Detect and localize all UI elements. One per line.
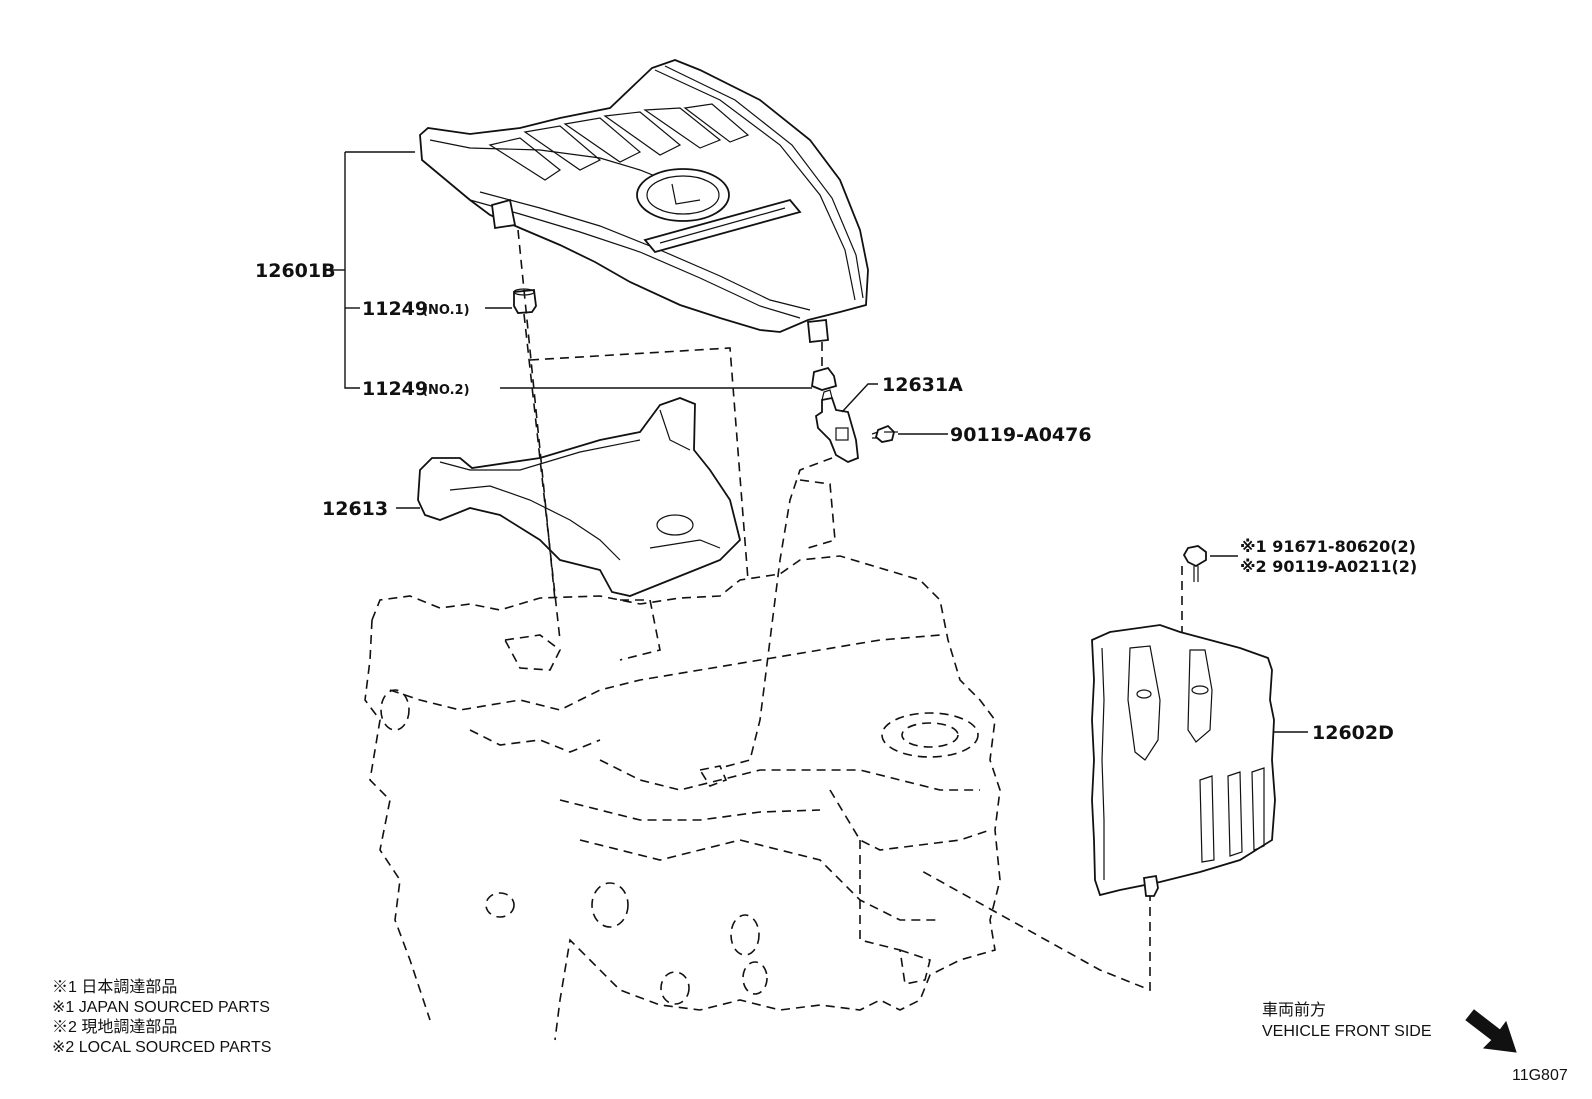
legend-line-2: ※1 JAPAN SOURCED PARTS [52,999,270,1016]
vehicle-front-indicator: 車両前方 VEHICLE FRONT SIDE [1262,1001,1517,1053]
bolt-illustration [871,424,898,443]
callout-11249-no1: 11249 [362,298,428,320]
side-bolt-illustration [1182,545,1207,582]
front-label-jp: 車両前方 [1262,1001,1326,1019]
callout-12613: 12613 [322,498,388,520]
callout-91671-80620: ※1 91671-80620(2) [1240,537,1416,556]
callout-12602d: 12602D [1312,722,1394,744]
callout-11249-no1-sub: (NO.1) [422,303,470,318]
legend-notes: ※1 日本調達部品 ※1 JAPAN SOURCED PARTS ※2 現地調達… [52,978,271,1056]
figure-id: 11G807 [1512,1067,1568,1084]
callout-12601b: 12601B [255,260,336,282]
intake-part-illustration [417,397,741,597]
lexus-emblem [636,168,730,222]
leader-lines [330,151,1308,733]
legend-line-1: ※1 日本調達部品 [52,978,177,996]
engine-block-phantom [364,479,1001,1041]
legend-line-3: ※2 現地調達部品 [52,1018,177,1036]
front-label-en: VEHICLE FRONT SIDE [1262,1023,1432,1040]
callout-90119-a0211: ※2 90119-A0211(2) [1240,557,1417,576]
arrow-down-right-icon [1465,1009,1517,1053]
bracket-illustration [815,389,859,463]
side-cover-illustration [1091,624,1276,897]
cushion-no2-illustration [811,366,838,391]
legend-line-4: ※2 LOCAL SOURCED PARTS [52,1039,271,1056]
callout-11249-no2-sub: (NO.2) [422,383,470,398]
engine-cover-illustration [419,59,869,343]
callout-90119-a0476: 90119-A0476 [950,424,1092,446]
callout-11249-no2: 11249 [362,378,428,400]
alignment-lines [517,229,1183,992]
callout-12631a: 12631A [882,374,963,396]
